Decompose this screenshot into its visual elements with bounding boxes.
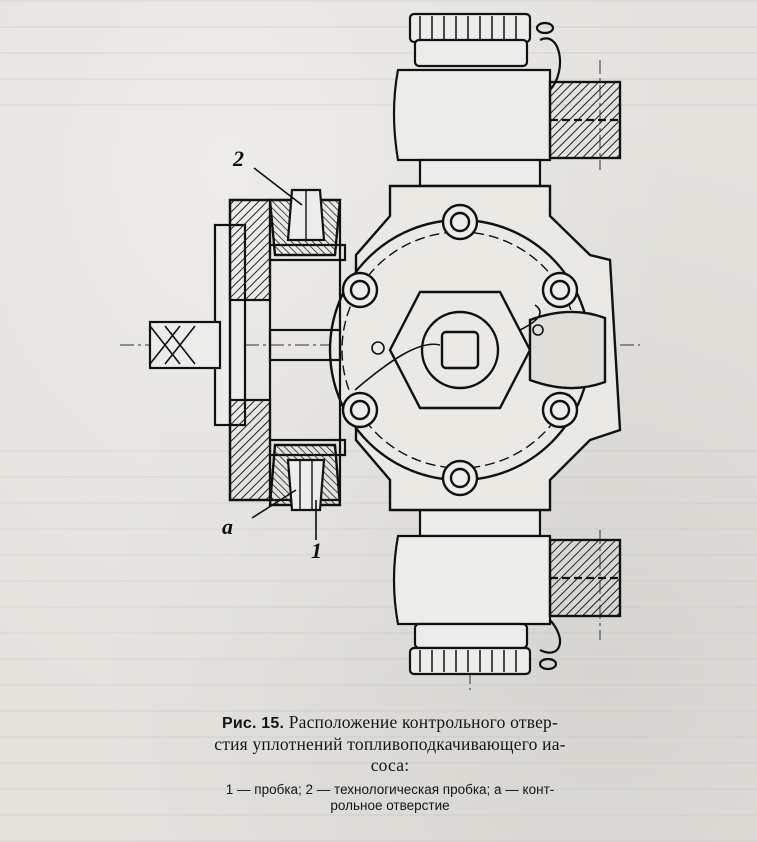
legend-line-1: 1 — пробка; 2 — технологическая пробка; … xyxy=(225,782,555,797)
caption-title-line-3: соса: xyxy=(370,755,410,775)
callout-1: 1 xyxy=(311,538,322,563)
bottom-fitting xyxy=(392,508,622,676)
callout-2: 2 xyxy=(233,146,244,171)
callout-a: a xyxy=(222,514,233,539)
top-fitting xyxy=(392,12,622,188)
pump-body xyxy=(328,184,622,512)
caption-title: Рис. 15. Расположение контрольного отвер… xyxy=(120,712,660,776)
pump-drawing-svg xyxy=(120,12,640,690)
pump-drawing xyxy=(120,0,640,700)
legend-line-2: рольное отверстие xyxy=(330,798,450,813)
caption-title-line-1: Расположение контрольного отвер- xyxy=(288,712,559,732)
caption-title-line-2: стия уплотнений топливоподкачивающего иа… xyxy=(214,734,566,754)
caption-legend: 1 — пробка; 2 — технологическая пробка; … xyxy=(120,782,660,814)
left-housing xyxy=(148,188,347,512)
leader-lines xyxy=(251,167,317,540)
figure-caption: Рис. 15. Расположение контрольного отвер… xyxy=(120,712,660,814)
figure-number: Рис. 15. xyxy=(221,715,285,732)
